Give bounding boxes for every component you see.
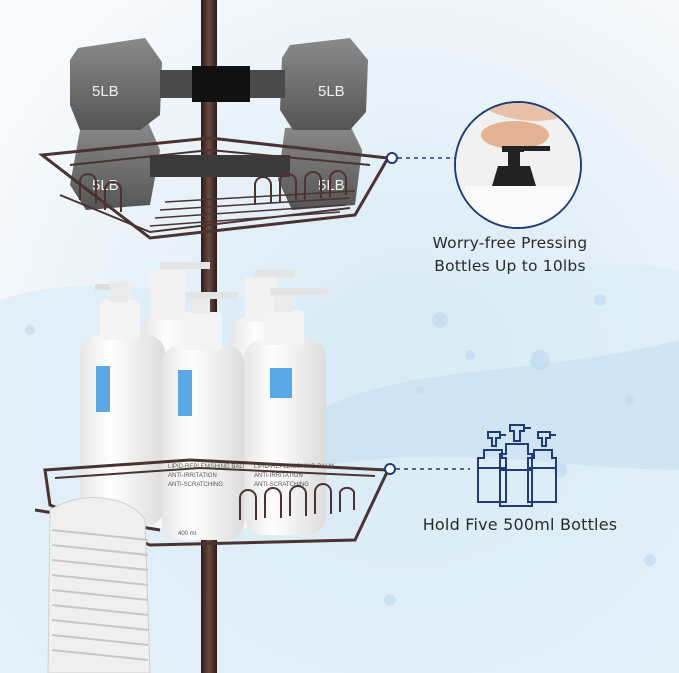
callout-bottles-text: Hold Five 500ml Bottles [400,513,640,536]
dumbbell-front: 5LB 5LB [70,38,368,130]
three-pump-bottles-icon [477,424,557,507]
callout-connector-top [386,152,455,164]
callout-pressing-line1: Worry-free Pressing [432,234,588,252]
water-wave [300,340,679,470]
bottle-label-volume: 400 ml [178,531,196,537]
bottle-front-center: LIPID-REPLENISHING BALM ANTI-IRRITATION … [162,292,248,540]
weight-label-front-right: 5LB [318,83,345,100]
weight-label-front-left: 5LB [92,83,119,100]
bottle-label-line2-right: ANTI-IRRITATION [254,473,303,479]
top-shelf [38,136,391,240]
weight-label-back-right: 5LB [318,177,345,194]
bottle-label-line3-right: ANTI-SCRATCHING [254,482,309,488]
bottle-label-line1: LIPID-REPLENISHING BALM [168,464,248,470]
bottle-label-line3: ANTI-SCRATCHING [168,482,223,488]
bottle-label-line1-right: LIPID-REPLENISHING BALM [254,464,334,470]
shampoo-bottles: LIPID-REPLENISHING BALM ANTI-IRRITATION … [80,262,334,540]
towel [47,497,151,673]
callout-bottles-line: Hold Five 500ml Bottles [422,515,618,534]
callout-pressing-text: Worry-free Pressing Bottles Up to 10lbs [410,232,610,278]
callout-pressing-line2: Bottles Up to 10lbs [434,257,586,275]
callout-connector-bottom [384,463,470,475]
bottle-front-right: LIPID-REPLENISHING BALM ANTI-IRRITATION … [244,288,334,535]
bottle-front-left [80,282,165,525]
bottle-label-line2: ANTI-IRRITATION [168,473,217,479]
